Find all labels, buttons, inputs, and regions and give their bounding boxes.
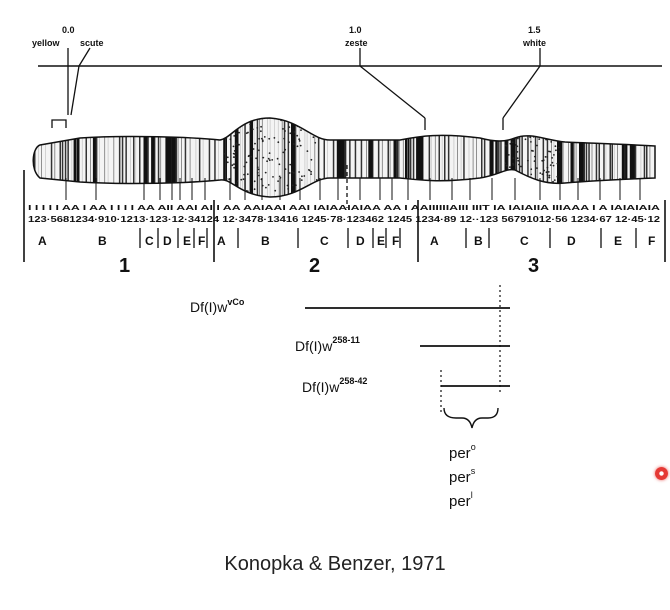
subdivision-label: F — [198, 234, 205, 248]
subdivision-label: F — [392, 234, 399, 248]
subdivision-label: D — [567, 234, 576, 248]
subdivision-label: C — [320, 234, 329, 248]
division-1: 1 — [119, 255, 130, 277]
gene-position-white: 1.5 — [528, 25, 541, 35]
band-number-row: I I I I I AA I AA I I I I AA AII AAI AI … — [28, 203, 661, 212]
subdivision-label: F — [648, 234, 655, 248]
allele-per-l: perl — [449, 490, 473, 510]
subdivision-label: D — [163, 234, 172, 248]
subdivision-label: E — [377, 234, 385, 248]
subdivision-label: B — [98, 234, 107, 248]
polytene-chromosome — [32, 117, 656, 198]
band-digit-row: 123·5681234·910·1213·123·12·34124 12·347… — [28, 215, 661, 224]
gene-position-yellow: 0.0 — [62, 25, 75, 35]
division-2: 2 — [309, 255, 320, 277]
gene-name-yellow: yellow — [32, 38, 61, 48]
allele-per-s: pers — [449, 466, 476, 486]
pointer-cursor-icon — [655, 467, 668, 480]
subdivision-label: B — [474, 234, 483, 248]
subdivision-label: A — [38, 234, 47, 248]
deficiency-vCo: Df(I)wvCo — [190, 297, 510, 315]
subdivision-label: A — [217, 234, 226, 248]
subdivision-label: C — [520, 234, 529, 248]
subdivision-separators — [139, 228, 637, 248]
svg-text:Df(I)wvCo: Df(I)wvCo — [190, 297, 245, 315]
subdivision-label: C — [145, 234, 154, 248]
deficiency-258-42: Df(I)w258-42 — [302, 376, 510, 395]
allele-per-o: pero — [449, 442, 476, 462]
per-region-brace — [443, 407, 499, 429]
subdivision-label: B — [261, 234, 270, 248]
gene-connectors — [51, 47, 541, 130]
svg-text:Df(I)w258-42: Df(I)w258-42 — [302, 376, 367, 395]
svg-text:Df(I)w258-11: Df(I)w258-11 — [295, 335, 360, 354]
gene-name-zeste: zeste — [345, 38, 368, 48]
division-3: 3 — [528, 255, 539, 277]
band-ticks — [65, 178, 641, 200]
subdivision-label: A — [430, 234, 439, 248]
subdivision-label: E — [183, 234, 191, 248]
subdivision-label: E — [614, 234, 622, 248]
citation: Konopka & Benzer, 1971 — [224, 553, 446, 575]
gene-name-white: white — [522, 38, 546, 48]
division-separators — [23, 170, 666, 262]
gene-position-zeste: 1.0 — [349, 25, 362, 35]
subdivision-label: D — [356, 234, 365, 248]
gene-name-scute: scute — [80, 38, 104, 48]
deficiency-258-11: Df(I)w258-11 — [295, 335, 510, 354]
